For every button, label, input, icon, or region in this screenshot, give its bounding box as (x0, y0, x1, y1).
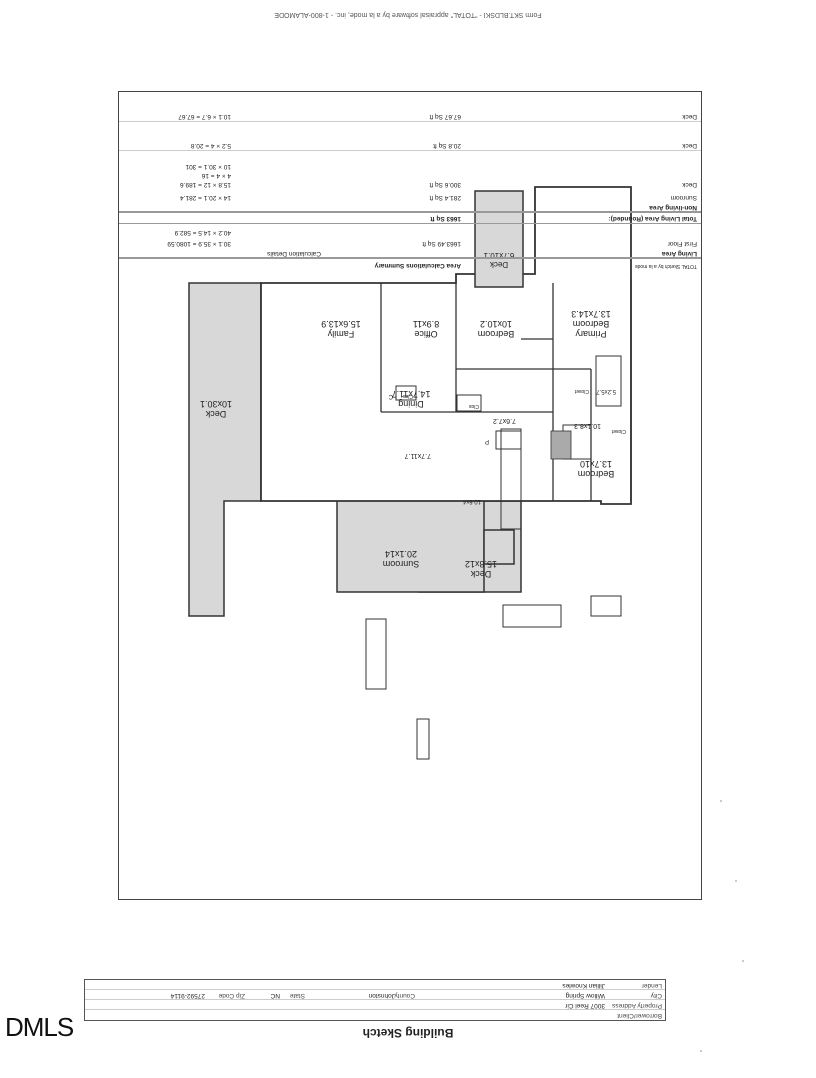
room-label: Sunroom 20.1x14 (382, 549, 420, 569)
footer-text: Form SKT.BLDSKI - "TOTAL" appraisal soft… (274, 11, 542, 18)
room-label: Family 15.6x13.9 (321, 319, 361, 339)
deck3-row: Deck 67.67 Sq ft 10.1 × 6.7 = 67.67 (119, 113, 701, 122)
room-label: Primary Bedroom 13.7x14.3 (571, 309, 611, 339)
fixture-label: 5.2x5.7 (596, 388, 616, 394)
scan-speck (742, 960, 744, 962)
nonliving-header: Non-living Area (119, 204, 701, 213)
fixture-label: P (484, 438, 489, 444)
deck-top (474, 190, 524, 288)
fixture-label: 7.7x11.7 (404, 452, 431, 459)
document-title: Building Sketch (362, 1026, 454, 1040)
city-row: City Willow Spring County Johnston State… (85, 989, 665, 1000)
total-living-row: Total Living Area (Rounded): 1663 Sq ft (119, 215, 701, 224)
fixture-label: Closet (574, 388, 589, 394)
scan-speck (735, 880, 737, 882)
room-label: Deck 10x30.1 (199, 399, 233, 419)
fixture-label: 10.1x8.3 (574, 422, 601, 429)
room-label: Deck 6.7x10.1 (483, 251, 515, 269)
floor-plan-sketch (188, 186, 632, 760)
house-outline (260, 186, 632, 505)
subject-info-box: Borrower/Client Property Address 3007 Re… (84, 979, 666, 1021)
property-row: Property Address 3007 Reel Cir (85, 999, 665, 1010)
scan-speck (700, 1050, 702, 1052)
room-label: Deck 15.8x12 (464, 559, 498, 579)
living-area-header: Living Area Calculation Details (119, 250, 701, 259)
fixture-label: Clos (402, 393, 413, 399)
sunroom-bump (483, 529, 515, 565)
borrower-row: Borrower/Client (85, 1009, 665, 1020)
sketch-area-box: Deck 15.8x12 Sunroom 20.1x14 Deck 10x30.… (118, 91, 702, 900)
lender-row: Lender Jillian Knowles (562, 982, 662, 989)
fixture-label: Closet (611, 428, 626, 434)
room-label: Office 8.9x11 (412, 319, 440, 339)
room-label: Bedroom 10x10.2 (477, 319, 515, 339)
fixture-label: 10.6x4 (462, 498, 481, 504)
deck-right (188, 282, 262, 617)
deck2-row: Deck 20.8 Sq ft 5.2 × 4 = 20.8 (119, 142, 701, 151)
dmls-logo: DMLS (5, 1012, 74, 1042)
fixture-label: 7.6x7.2 (493, 417, 516, 424)
room-label: Bedroom 13.7x10 (577, 459, 615, 479)
fixture-label: Clos (468, 403, 479, 409)
room-label: Dining 14.7x11.7 (391, 389, 431, 409)
scan-speck (720, 800, 722, 802)
fixture-label: C (388, 393, 393, 399)
